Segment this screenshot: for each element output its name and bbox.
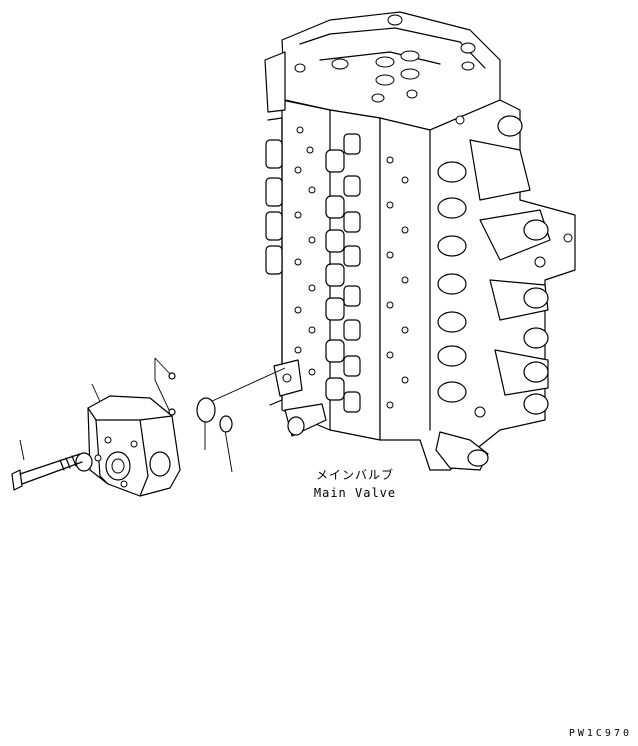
main-valve-label-en: Main Valve bbox=[313, 486, 397, 500]
o-ring-part-icon bbox=[168, 372, 233, 433]
cover-block-part-icon bbox=[75, 395, 181, 497]
drawing-code: PW1C970 bbox=[568, 728, 632, 739]
leader-lines bbox=[19, 357, 286, 473]
main-valve-assembly-icon bbox=[264, 11, 576, 471]
bolt-part-icon bbox=[11, 453, 83, 491]
main-valve-label-jp: メインバルブ bbox=[315, 468, 394, 482]
